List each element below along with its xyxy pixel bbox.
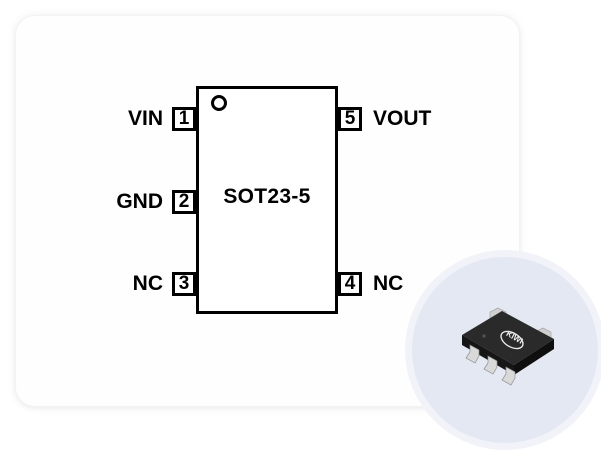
pin1-indicator-dot <box>211 95 227 111</box>
pin-5-name: VOUT <box>373 107 432 130</box>
pin-1-number-box: 1 <box>172 107 196 131</box>
package-name-label: SOT23-5 <box>223 185 311 208</box>
front-leads <box>465 344 516 386</box>
package-photo: KIWI <box>412 257 598 443</box>
pin-4-number-box: 4 <box>338 272 362 296</box>
sot23-package-illustration: KIWI <box>462 307 554 386</box>
pin-3-number-box: 3 <box>172 272 196 296</box>
pin-2-number-box: 2 <box>172 190 196 214</box>
brand-logo-mark <box>500 330 524 350</box>
chip-body-outline <box>196 86 338 314</box>
package-body: KIWI <box>462 311 554 375</box>
pin-2-name: GND <box>116 190 163 213</box>
pin-5-number-box: 5 <box>338 107 362 131</box>
pin-1-name: VIN <box>127 107 163 130</box>
pin-4-name: NC <box>373 272 404 295</box>
pin1-dot-mark <box>482 334 486 338</box>
pin-3-name: NC <box>132 272 163 295</box>
